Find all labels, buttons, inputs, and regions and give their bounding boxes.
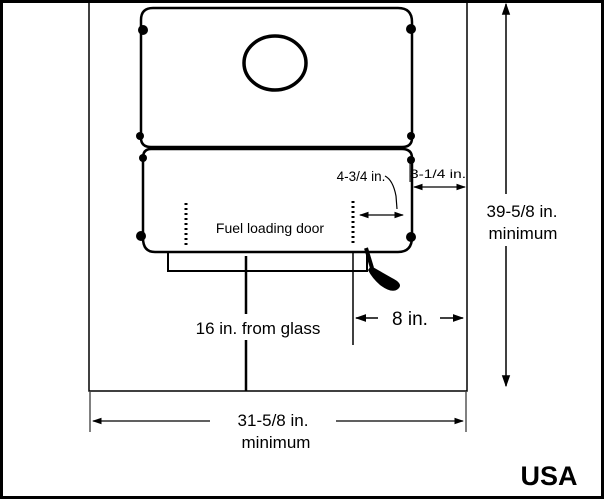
label-door: Fuel loading door bbox=[216, 220, 325, 236]
hearth-pad bbox=[88, 1, 468, 392]
label-width-min: minimum bbox=[242, 433, 311, 452]
label-width: 31-5/8 in. bbox=[238, 411, 309, 430]
height-label-bg bbox=[474, 194, 574, 246]
stove-top-bolt-tr bbox=[406, 24, 416, 34]
stove-top-panel bbox=[139, 6, 414, 149]
door-handle-icon bbox=[364, 247, 374, 269]
base-ledge bbox=[167, 252, 368, 272]
stove-lower-bolt-bl bbox=[136, 231, 146, 241]
label-front-clear: 8 in. bbox=[392, 309, 428, 330]
stove-lower-bolt-br bbox=[406, 232, 416, 242]
leader-dim-side-small bbox=[384, 175, 398, 210]
label-dim-height-min: minimum bbox=[489, 224, 558, 243]
label-dim-side-clear: 3-1/4 in. bbox=[410, 167, 466, 181]
stove-top-bolt-br bbox=[407, 132, 415, 140]
label-region: USA bbox=[520, 461, 577, 491]
door-handle-grip bbox=[368, 266, 400, 291]
stove-top-bolt-tl bbox=[138, 25, 148, 35]
glass-label-bg bbox=[160, 314, 350, 340]
label-dim-side-small: 4-3/4 in. bbox=[337, 169, 386, 184]
label-from-glass: 16 in. from glass bbox=[196, 319, 321, 338]
stove-lower-bolt-tl bbox=[139, 154, 147, 162]
stove-lower-bolt-tr bbox=[407, 156, 415, 164]
label-dim-height: 39-5/8 in. bbox=[487, 202, 558, 221]
stove-top-bolt-bl bbox=[136, 132, 144, 140]
flue-collar-icon bbox=[242, 34, 308, 92]
